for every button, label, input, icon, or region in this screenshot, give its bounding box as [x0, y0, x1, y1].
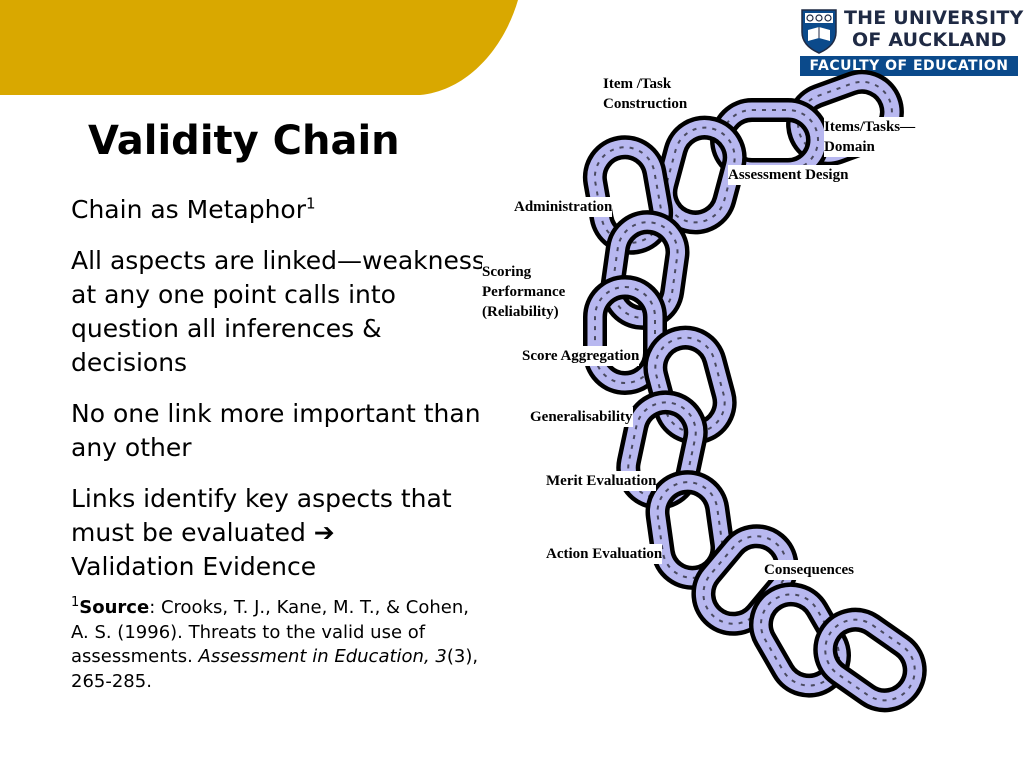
source-text: : Crooks, T. J., Kane, M. T., & Cohen, A… — [71, 597, 469, 667]
point-linked: All aspects are linked—weakness at any o… — [71, 246, 485, 377]
label-consequences: Consequences — [764, 560, 855, 580]
arrow-right-icon: ➔ — [313, 518, 335, 547]
source-journal: Assessment in Education, 3 — [198, 646, 447, 667]
point-links-identify: Links identify key aspects that must be … — [71, 482, 491, 584]
label-action-evaluation: Action Evaluation — [546, 544, 663, 564]
chain-link — [691, 524, 799, 636]
point-links-text: Links identify key aspects that must be … — [71, 484, 452, 547]
source-footnote-mark: 1 — [71, 595, 80, 610]
footnote-ref: 1 — [306, 194, 316, 213]
logo-line-1: THE UNIVERSITY — [844, 7, 1024, 29]
label-generalisability: Generalisability — [530, 407, 633, 427]
slide-title: Validity Chain — [88, 118, 400, 164]
source-citation: 1Source: Crooks, T. J., Kane, M. T., & C… — [71, 596, 491, 694]
point-metaphor: Chain as Metaphor1 — [71, 193, 491, 227]
source-label: Source — [79, 597, 150, 618]
label-merit-evaluation: Merit Evaluation — [546, 471, 657, 491]
logo-line-2: OF AUCKLAND — [852, 29, 1007, 51]
crest-icon — [801, 9, 837, 54]
point-no-link: No one link more important than any othe… — [71, 399, 481, 462]
label-assessment-design: Assessment Design — [728, 165, 849, 185]
point-metaphor-text: Chain as Metaphor — [71, 195, 307, 224]
label-items-domain: Items/Tasks—Domain — [824, 117, 916, 157]
label-administration: Administration — [514, 197, 613, 217]
bullet-list: Chain as Metaphor1 All aspects are linke… — [71, 193, 491, 601]
corner-decoration — [0, 0, 518, 95]
chain-link — [813, 608, 926, 712]
source-tail: (3), 265-285. — [71, 646, 479, 692]
label-score-aggregation: Score Aggregation — [522, 346, 640, 366]
validation-evidence-text: Validation Evidence — [71, 552, 317, 581]
